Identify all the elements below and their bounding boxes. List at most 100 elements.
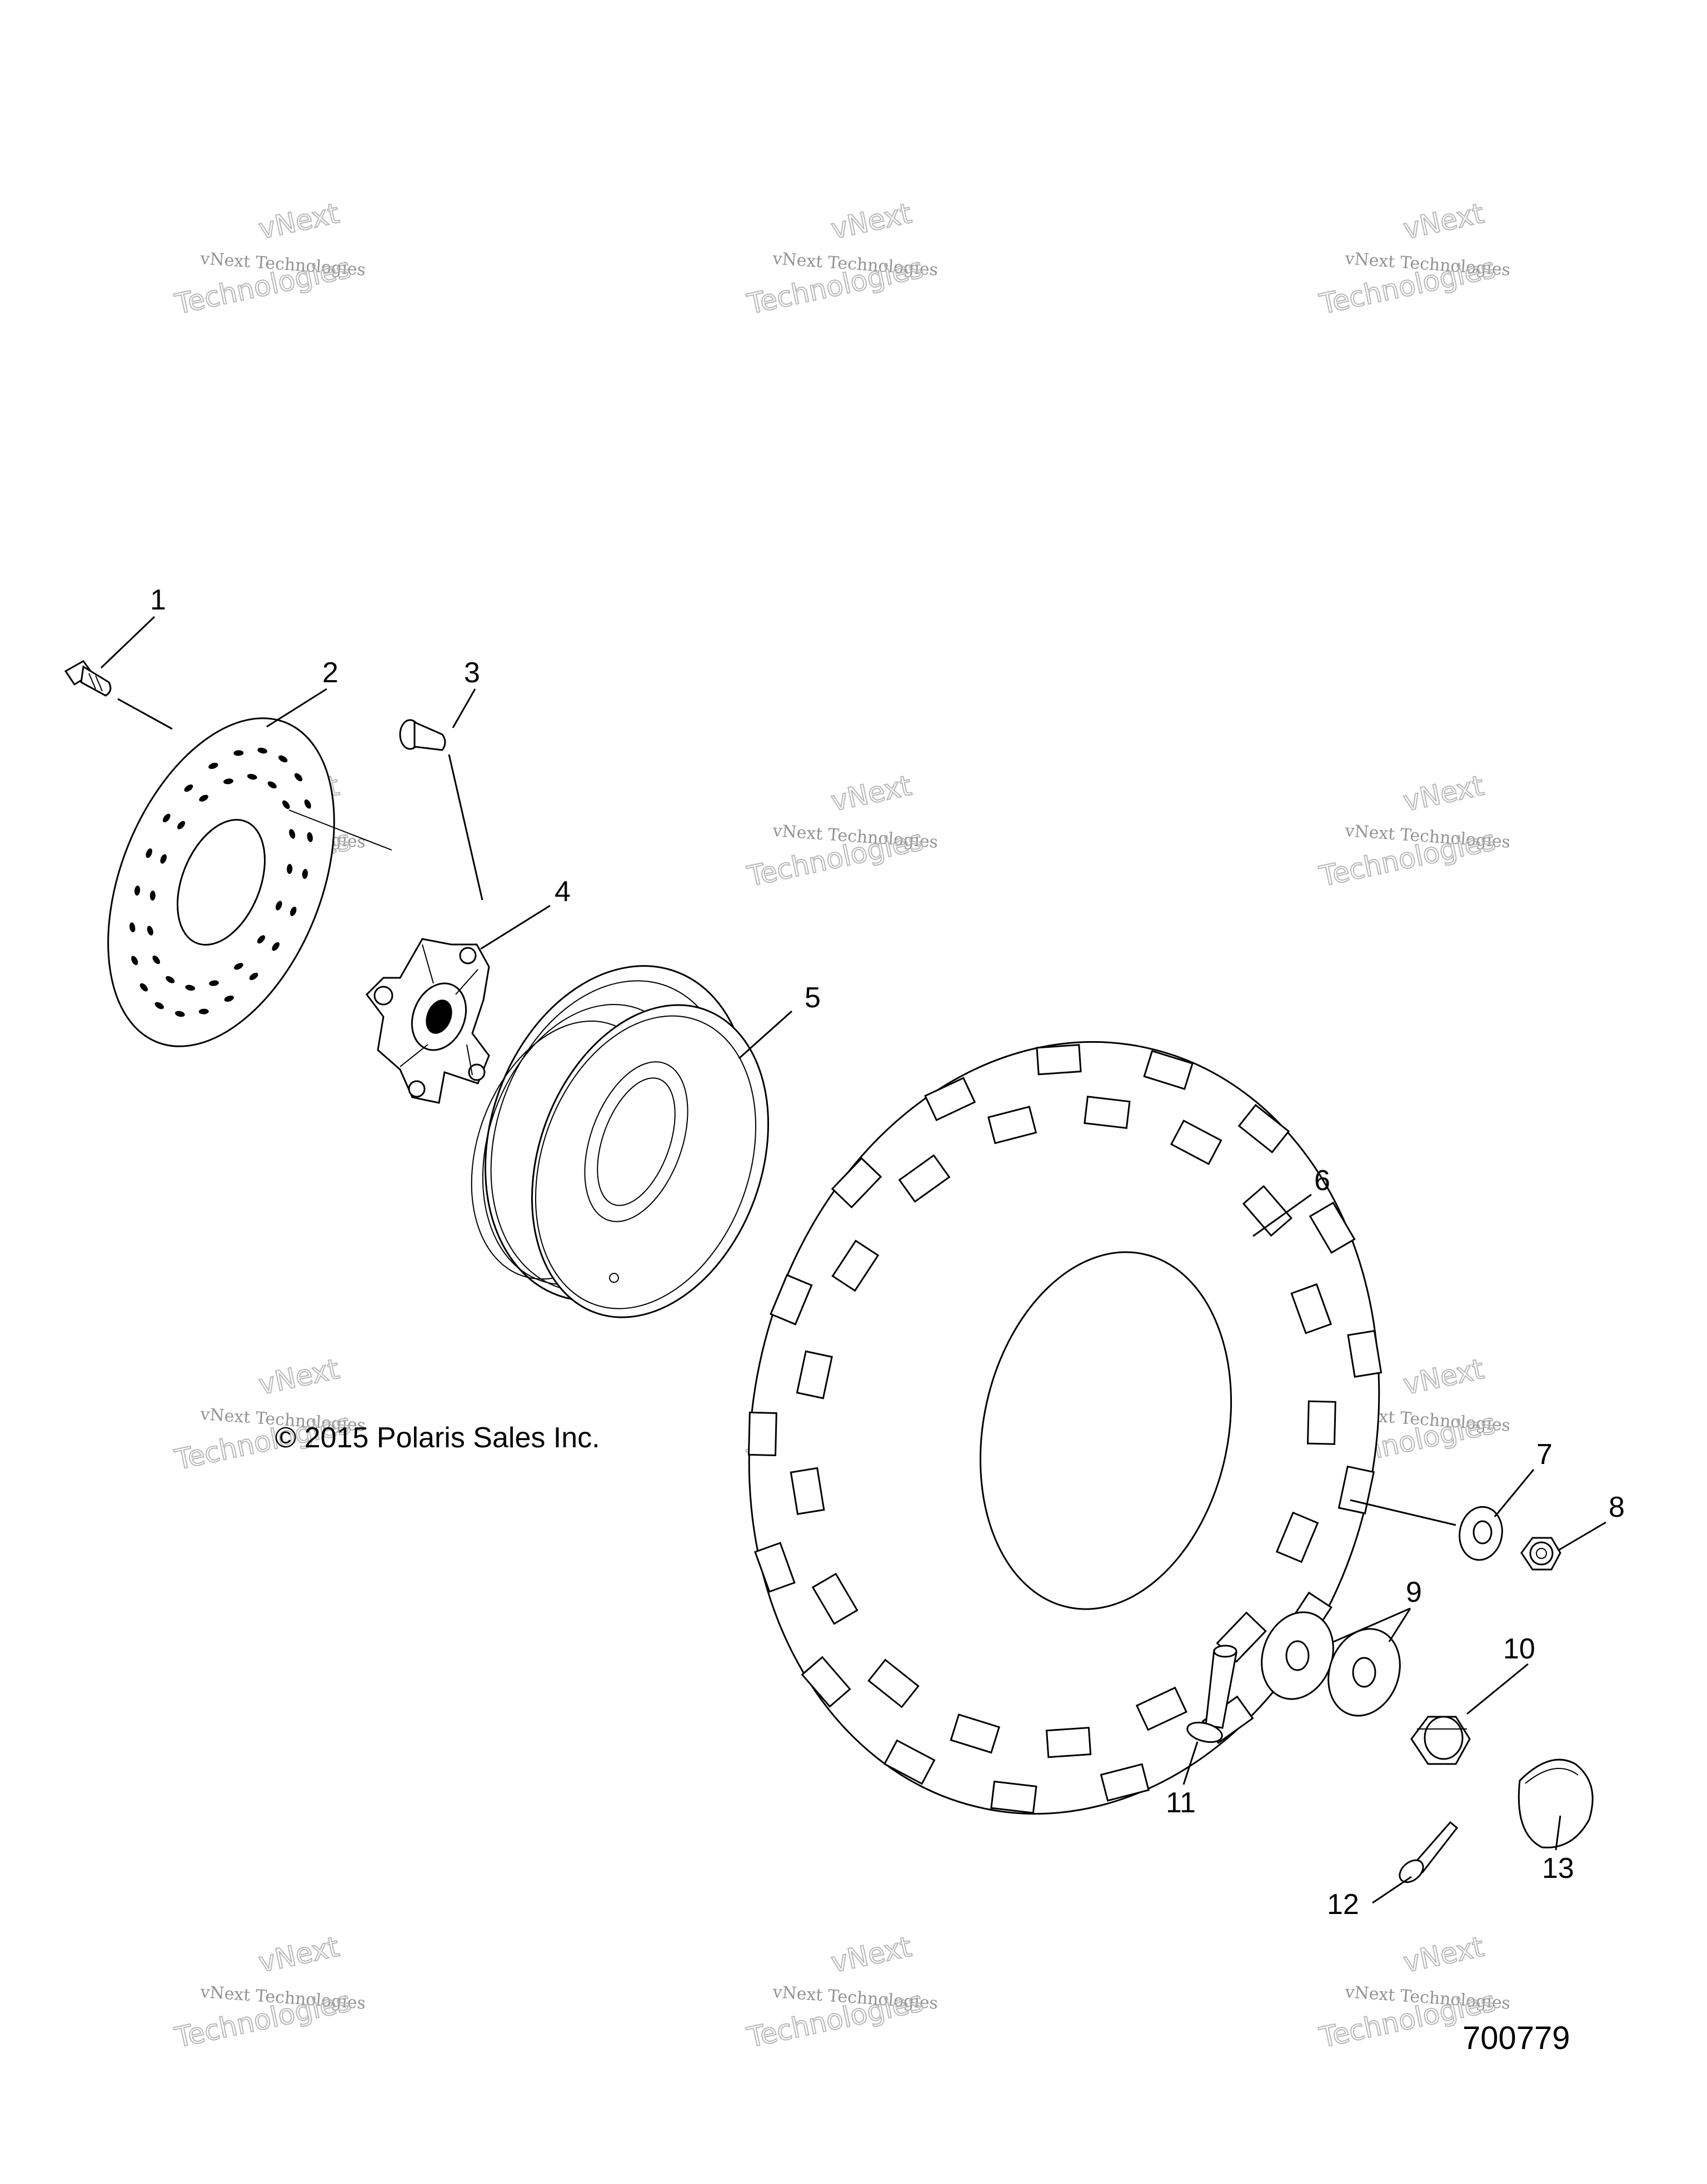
- rotor-hole: [154, 1002, 164, 1009]
- tire-tread-lug: [1242, 1185, 1293, 1237]
- tire-tread-lug: [796, 1350, 833, 1400]
- rotor-hole: [149, 891, 156, 901]
- tire-tread-lug: [1347, 1330, 1382, 1378]
- callout-6: 6: [1314, 1165, 1330, 1197]
- rotor-hole: [166, 976, 175, 983]
- rotor-hole: [185, 984, 196, 991]
- rotor-hole: [174, 1011, 185, 1017]
- rotor-hole: [146, 848, 152, 858]
- part-6-tire: [747, 1041, 1382, 1815]
- tire-tread-lug: [831, 1157, 882, 1209]
- rotor-hole: [247, 773, 257, 780]
- tire-tread-lug: [831, 1240, 880, 1292]
- rotor-hole: [208, 762, 218, 769]
- rotor-hole: [209, 980, 219, 986]
- callout-1: 1: [150, 584, 166, 616]
- figure-number: 700779: [1463, 2020, 1570, 2056]
- rotor-hole: [278, 755, 288, 763]
- tire-tread-lug: [747, 1411, 777, 1457]
- part-4-hub: [366, 938, 490, 1104]
- part-7-washer: [1459, 1506, 1503, 1561]
- rotor-hole: [199, 794, 208, 802]
- leader-lines: [100, 616, 1606, 1904]
- rotor-hole: [282, 800, 290, 809]
- tire-tread-lug: [1170, 1120, 1222, 1166]
- callout-13: 13: [1542, 1852, 1574, 1885]
- part-5-wheel-rim: [471, 965, 770, 1318]
- tire-tread-lug: [883, 1739, 936, 1785]
- rotor-hole: [131, 956, 138, 966]
- callout-7: 7: [1536, 1438, 1553, 1471]
- rotor-hole: [234, 963, 243, 970]
- part-2-brake-rotor: [107, 717, 392, 1047]
- part-13-cap: [1518, 1758, 1594, 1848]
- rotor-hole: [177, 821, 186, 829]
- tire-tread-lug: [1237, 1103, 1290, 1153]
- watermark-line: vNext: [256, 1353, 342, 1401]
- tire-tread-lug: [1100, 1763, 1150, 1802]
- tire-tread-lug: [987, 1106, 1037, 1145]
- rotor-hole: [249, 972, 258, 981]
- part-10-castle-nut: [1410, 1716, 1471, 1765]
- rotor-hole: [307, 832, 313, 842]
- tire-tread-lug: [924, 1077, 976, 1121]
- watermark-grid: vNext vNext Technologies Technologies vN…: [171, 197, 1511, 2055]
- tire-tread-lug: [801, 1656, 851, 1708]
- watermark-line: vNext: [256, 197, 342, 246]
- tire-tread-lug: [1290, 1283, 1332, 1335]
- part-8-nut: [1520, 1537, 1561, 1571]
- watermark: vNext vNext Technologies Technologies: [743, 1930, 939, 2055]
- rotor-hole: [160, 854, 167, 864]
- rotor-hole: [152, 955, 160, 964]
- callout-4: 4: [555, 876, 571, 908]
- rotor-hole: [139, 983, 148, 992]
- tire-tread-lug: [867, 1658, 920, 1708]
- part-9-washers: [1261, 1611, 1401, 1717]
- tire-tread-lug: [1306, 1400, 1336, 1445]
- rotor-hole: [267, 781, 277, 789]
- watermark: vNext vNext Technologies Technologies: [1316, 197, 1511, 321]
- callout-2: 2: [322, 657, 338, 689]
- watermark-line: vNext: [1400, 197, 1486, 246]
- watermark: vNext vNext Technologies Technologies: [743, 197, 939, 321]
- callout-10: 10: [1503, 1633, 1535, 1665]
- rotor-hole: [272, 942, 280, 951]
- rotor-hole: [287, 864, 293, 874]
- rotor-hole: [257, 747, 268, 754]
- tire-tread-lug: [1143, 1049, 1194, 1090]
- rotor-hole: [233, 750, 244, 756]
- rotor-hole: [147, 926, 153, 936]
- rotor-hole: [294, 773, 303, 782]
- rotor-hole: [223, 778, 233, 784]
- watermark: vNext vNext Technologies Technologies: [171, 197, 366, 321]
- tire-tread-lug: [1309, 1201, 1356, 1254]
- tire-tread-lug: [790, 1467, 825, 1515]
- callout-8: 8: [1609, 1491, 1625, 1523]
- callout-12: 12: [1327, 1888, 1359, 1921]
- rotor-hole: [289, 829, 296, 839]
- callout-5: 5: [805, 982, 821, 1014]
- tire-tread-lug: [1036, 1044, 1082, 1076]
- tire-tread-lug: [1084, 1096, 1131, 1130]
- watermark-line: vNext: [256, 1931, 342, 1979]
- tire-tread-lug: [754, 1542, 796, 1593]
- rotor-hole: [129, 922, 136, 933]
- watermark: vNext vNext Technologies Technologies: [1316, 769, 1511, 893]
- part-12-cotter-pin: [1399, 1821, 1459, 1883]
- watermark-line: vNext: [1400, 769, 1486, 818]
- rotor-hole: [290, 906, 297, 916]
- rotor-hole: [304, 799, 311, 809]
- tire-tread-lug: [811, 1572, 859, 1625]
- rotor-hole: [276, 901, 282, 911]
- watermark-line: vNext: [828, 197, 914, 246]
- watermark-line: vNext: [1400, 1931, 1486, 1979]
- rotor-hole: [162, 813, 171, 823]
- copyright-notice: © 2015 Polaris Sales Inc.: [275, 1422, 600, 1454]
- callout-numbers: 1 2 3 4 5 6 7 8 9 10 11 12 13: [150, 584, 1625, 1921]
- watermark: vNext vNext Technologies Technologies: [743, 769, 939, 893]
- watermark-line: vNext: [1400, 1353, 1486, 1401]
- rotor-hole: [257, 935, 266, 944]
- rotor-hole: [302, 869, 308, 879]
- watermark-line: vNext: [828, 769, 914, 818]
